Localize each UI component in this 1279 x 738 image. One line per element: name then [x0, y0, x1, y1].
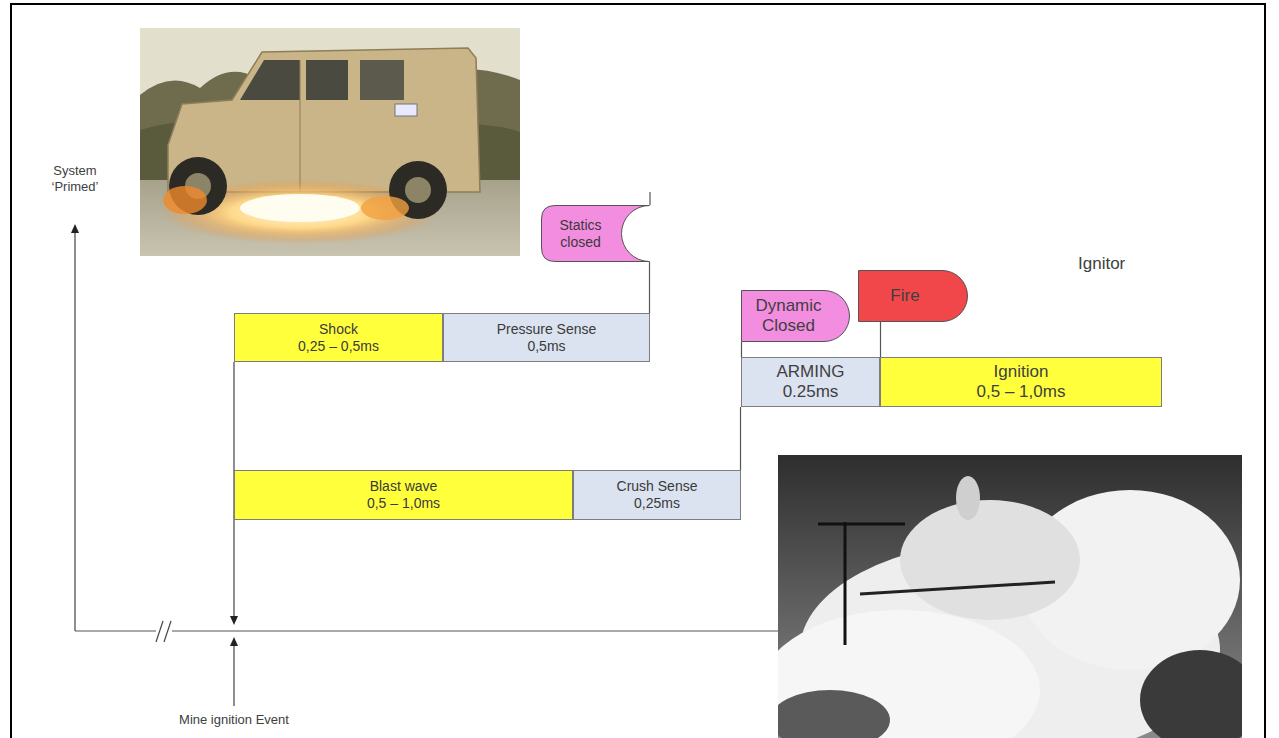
primed-arrow — [71, 224, 79, 631]
node-content: Dynamic Closed — [741, 290, 850, 342]
timing-link — [880, 322, 881, 357]
statics-lead — [649, 192, 650, 205]
node-content: Statics closed — [541, 205, 650, 262]
box-title: Ignitor — [1078, 254, 1125, 274]
node-content: Blast wave0,5 – 1,0ms — [235, 471, 572, 519]
phase-box: Blast wave0,5 – 1,0ms — [234, 470, 573, 520]
sense-box: Crush Sense0,25ms — [573, 470, 741, 520]
outline-path — [542, 206, 650, 262]
node-content: Shock0,25 – 0,5ms — [235, 314, 442, 361]
box-title: Fire — [890, 286, 919, 306]
box-title: Ignition — [994, 362, 1049, 382]
state-shape: Dynamic Closed — [741, 290, 850, 342]
box-title: Blast wave — [370, 478, 438, 495]
phase-box: Shock0,25 – 0,5ms — [234, 313, 443, 362]
axis-label: Mine ignition Event — [149, 712, 319, 728]
outline-path — [742, 291, 850, 342]
time-axis — [75, 630, 778, 631]
break-mark — [156, 620, 172, 642]
node-content: Pressure Sense0,5ms — [444, 314, 649, 361]
arming-box: ARMING0.25ms — [741, 357, 880, 407]
box-title: Pressure Sense — [497, 321, 597, 338]
outline-path — [655, 232, 1240, 438]
fire-shape: Fire — [858, 270, 968, 322]
frame — [11, 4, 1265, 738]
timing-link — [649, 262, 650, 313]
box-duration: 0,5ms — [527, 338, 565, 355]
node-content: Ignitor — [1078, 254, 1125, 274]
sense-box: Pressure Sense0,5ms — [443, 313, 650, 362]
blast-photo — [778, 455, 1242, 738]
phase-box: Ignition0,5 – 1,0ms — [880, 357, 1162, 407]
box-title: Shock — [319, 321, 358, 338]
box-title: ARMING — [777, 362, 845, 382]
box-title: Dynamic Closed — [753, 296, 825, 336]
node-content: Crush Sense0,25ms — [574, 471, 740, 519]
outline-path — [859, 271, 968, 322]
event-up-arrow — [230, 637, 238, 706]
box-title: Crush Sense — [617, 478, 698, 495]
node-content: Fire — [858, 270, 968, 322]
box-duration: 0,25ms — [634, 495, 680, 512]
box-duration: 0,25 – 0,5ms — [298, 338, 379, 355]
axis-label: System ‘Primed’ — [40, 163, 110, 195]
node-content: ARMING0.25ms — [742, 358, 879, 406]
box-duration: 0,5 – 1,0ms — [977, 382, 1066, 402]
timing-link — [741, 342, 742, 357]
state-shape: Statics closed — [541, 205, 650, 262]
ignitor-region: IgnitorFireDynamic ClosedARMING0.25msIgn… — [655, 232, 1240, 438]
node-content: Ignition0,5 – 1,0ms — [881, 358, 1161, 406]
timing-link — [740, 407, 741, 470]
box-duration: 0,5 – 1,0ms — [367, 495, 440, 512]
box-title: Statics closed — [549, 217, 613, 251]
vehicle-photo — [140, 28, 520, 256]
box-duration: 0.25ms — [783, 382, 839, 402]
